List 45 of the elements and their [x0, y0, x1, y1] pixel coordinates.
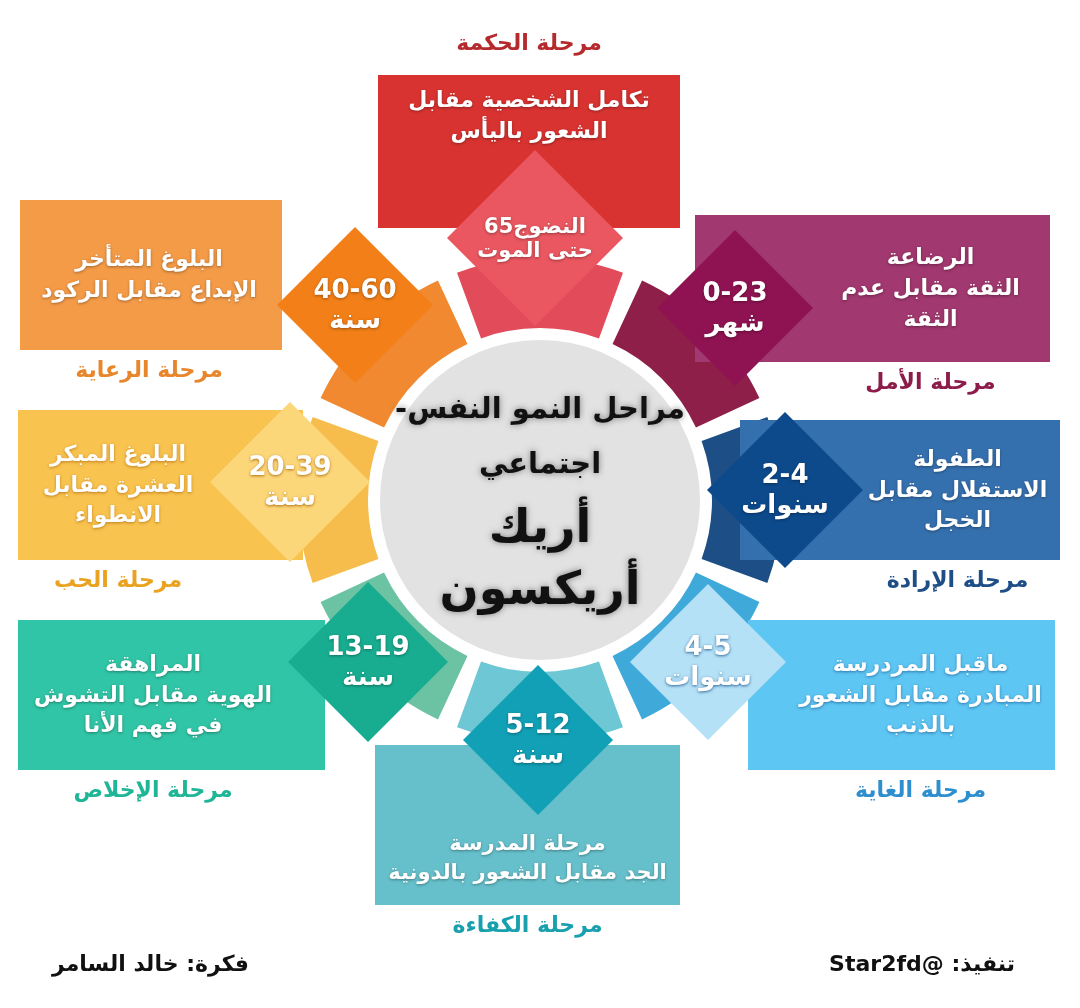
stage-description: الإبداع مقابل الركود	[41, 276, 257, 305]
stage-title: ماقبل المردرسة	[832, 649, 1009, 679]
stage-box	[18, 620, 325, 770]
stage-description: تكامل الشخصية مقابل الشعور باليأس	[407, 85, 651, 146]
stage-label: مرحلة الإخلاص	[73, 776, 233, 805]
stage-label: مرحلة الإرادة	[886, 566, 1029, 595]
age-range: 20-39 سنة	[247, 452, 333, 512]
age-diamond	[463, 665, 613, 815]
age-range: 0-23 شهر	[701, 278, 769, 338]
stage-label: مرحلة الرعاية	[75, 356, 223, 385]
stage-box	[748, 620, 1055, 770]
stage-label: مرحلة الحكمة	[456, 29, 602, 58]
stage-box	[375, 745, 680, 905]
theorist-name: أريك أريكسون	[435, 495, 645, 620]
stage-title: البلوغ المبكر	[49, 439, 187, 469]
stage-description: العشرة مقابل الانطواء	[41, 470, 195, 530]
age-range: النضوج65 حتى الموت	[476, 213, 594, 263]
stage-title: الطفولة	[913, 444, 1002, 474]
stage-description: الثقة مقابل عدم الثقة	[840, 274, 1021, 333]
stage-title: مرحلة المدرسة	[449, 829, 606, 857]
age-diamond	[210, 402, 370, 562]
stage-description: الجد مقابل الشعور بالدونية	[388, 859, 667, 886]
age-diamond	[277, 227, 433, 383]
age-range: 4-5 سنوات	[663, 632, 753, 692]
stage-description: الاستقلال مقابل الخجل	[866, 475, 1049, 535]
stage-title: الرضاعة	[886, 243, 975, 272]
stage-title: البلوغ المتأخر	[75, 244, 223, 274]
age-diamond	[657, 230, 813, 386]
stage-description: المبادرة مقابل الشعور بالذنب	[797, 680, 1043, 740]
stage-description: الهوية مقابل التشوش في فهم الأنا	[33, 680, 273, 740]
stage-box	[20, 200, 282, 350]
age-range: 5-12 سنة	[504, 710, 572, 770]
stage-label: مرحلة الغاية	[854, 776, 987, 805]
stage-label: مرحلة الحب	[53, 566, 183, 595]
center-title: مراحل النمو النفس- اجتماعي	[395, 389, 685, 482]
age-diamond	[707, 412, 863, 568]
credit-text: فكرة: خالد السامر	[52, 950, 249, 979]
stage-label: مرحلة الأمل	[865, 368, 996, 397]
age-range: 13-19 سنة	[325, 632, 411, 692]
stage-title: المراهقة	[104, 649, 202, 679]
stage-label: مرحلة الكفاءة	[452, 911, 603, 940]
credit-text: تنفيذ: @Star2fd	[829, 950, 1015, 978]
age-range: 40-60 سنة	[312, 275, 398, 335]
age-range: 2-4 سنوات	[740, 460, 830, 520]
age-diamond	[447, 150, 623, 326]
